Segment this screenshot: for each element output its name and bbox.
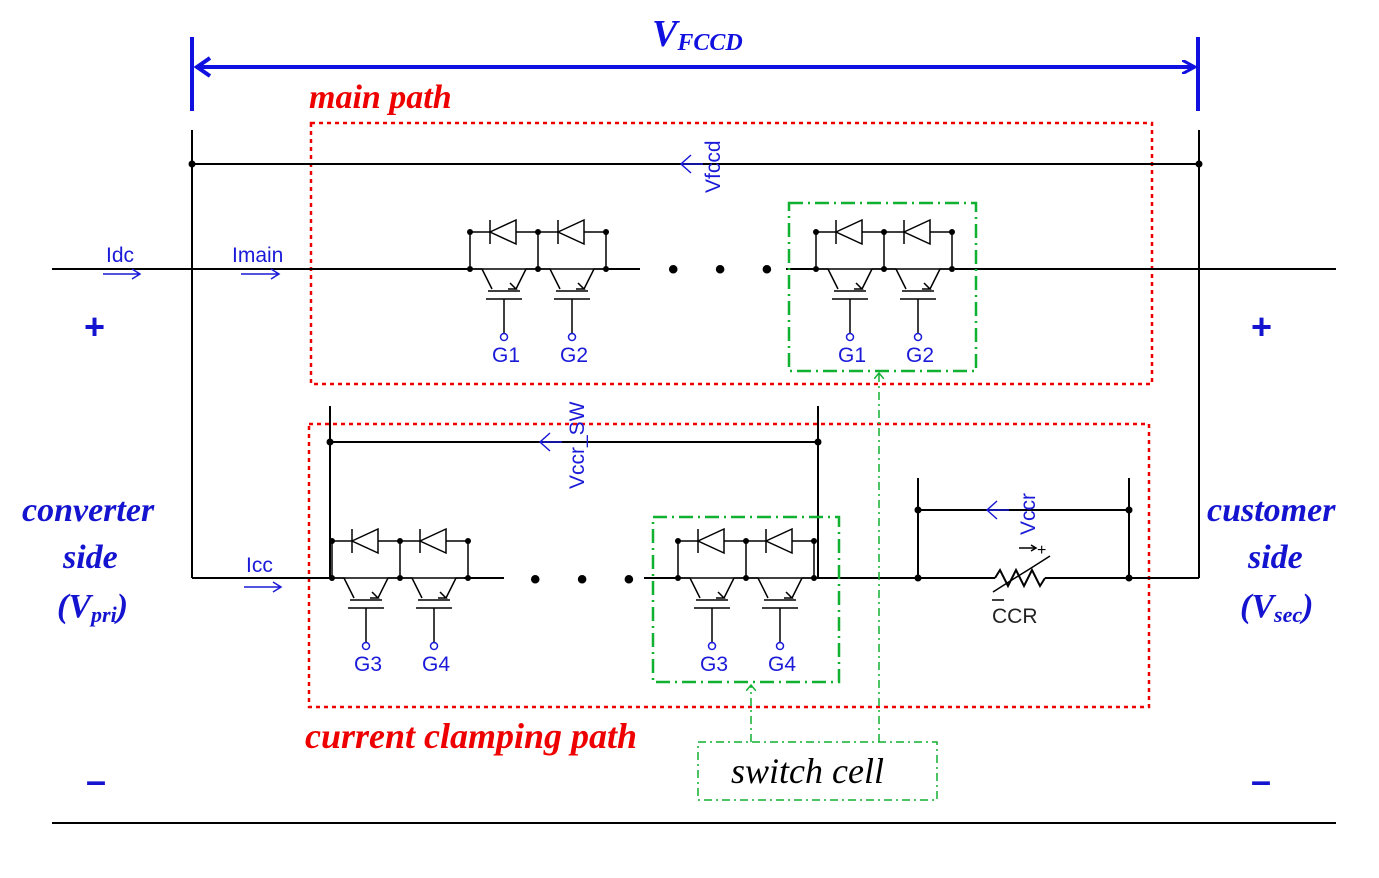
converter-side-voltage: (Vpri) <box>57 588 128 627</box>
ccr-resistor: + CCR <box>992 542 1051 628</box>
voltage-labels: Vfccd Vccr_SW Vccr <box>538 140 1040 535</box>
clamp-path-box <box>307 422 1151 709</box>
vfccd-title: VFCCD <box>652 13 743 56</box>
switch-pair-top-left-gate-1: G1 <box>492 344 520 367</box>
customer-side-line1: customer <box>1207 492 1336 529</box>
ellipsis-clamp: • • • <box>530 563 648 596</box>
clamp-path-label: current clamping path <box>305 716 637 756</box>
switch-pair-bottom-left-gate-1: G3 <box>354 653 382 676</box>
vccr-label: Vccr <box>1017 493 1040 535</box>
switch-cell-box-main <box>787 201 978 373</box>
plus-left: + <box>84 306 105 347</box>
customer-side-line2: side <box>1247 539 1303 576</box>
switch-cell-label: switch cell <box>731 751 884 791</box>
vfccd-probe-label: Vfccd <box>702 140 725 193</box>
main-path-box <box>309 121 1154 386</box>
switch-pair-bottom-right-gate-1: G3 <box>700 653 728 676</box>
switch-pair-bottom-left-gate-2: G4 <box>422 653 450 676</box>
wiring <box>52 130 1336 824</box>
customer-side: customer side (Vsec) <box>1207 492 1336 627</box>
idc-label: Idc <box>106 244 134 267</box>
vccr-sw-label: Vccr_SW <box>566 401 589 489</box>
switch-pair-bottom-right: G3 G4 <box>675 527 817 676</box>
current-labels: Idc Imain Icc <box>103 244 283 593</box>
switch-cell-box-clamp <box>651 515 841 684</box>
switch-cell-label-box <box>697 741 938 801</box>
plus-right: + <box>1251 306 1272 347</box>
converter-side: converter side (Vpri) <box>22 492 155 627</box>
svg-text:+: + <box>1037 542 1046 559</box>
vfccd-dimension: VFCCD <box>190 13 1200 111</box>
ccr-label: CCR <box>992 605 1038 628</box>
ellipsis-main: • • • <box>668 253 786 286</box>
minus-left: – <box>86 760 106 801</box>
minus-right: – <box>1251 760 1271 801</box>
main-path-label: main path <box>309 79 452 116</box>
customer-side-voltage: (Vsec) <box>1240 588 1313 627</box>
switch-pair-top-right-gate-1: G1 <box>838 344 866 367</box>
switch-pair-bottom-right-gate-2: G4 <box>768 653 796 676</box>
icc-label: Icc <box>246 554 273 577</box>
switch-pair-top-left: G1 G2 <box>467 218 609 367</box>
imain-label: Imain <box>232 244 283 267</box>
switch-pair-top-right-gate-2: G2 <box>906 344 934 367</box>
converter-side-line1: converter <box>22 492 155 529</box>
switch-pair-top-right: G1 G2 <box>813 218 955 367</box>
switch-pair-top-left-gate-2: G2 <box>560 344 588 367</box>
switch-pair-bottom-left: G3 G4 <box>329 527 471 676</box>
converter-side-line2: side <box>62 539 118 576</box>
